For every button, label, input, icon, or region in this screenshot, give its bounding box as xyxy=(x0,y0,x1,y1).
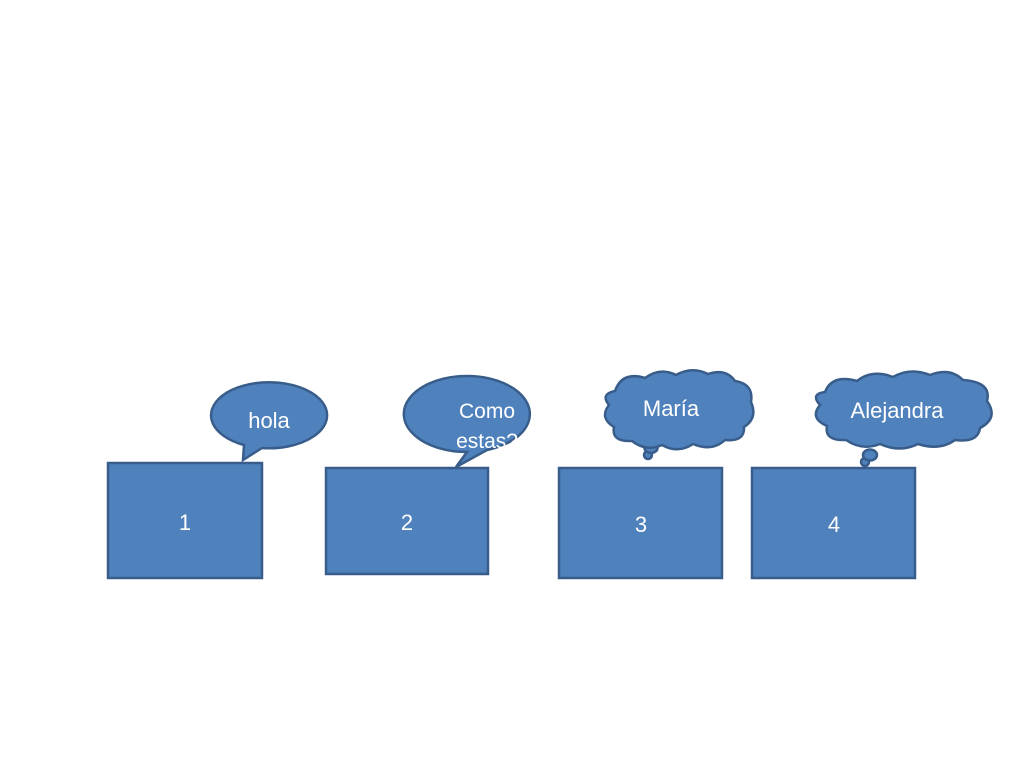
box-3-label: 3 xyxy=(635,512,647,537)
box-1: 1 xyxy=(106,461,264,580)
box-2-rect xyxy=(324,466,490,576)
speech-bubble-2: Como estas? xyxy=(402,374,532,469)
box-3: 3 xyxy=(557,466,724,580)
box-3-rect xyxy=(557,466,724,580)
speech-bubble-2-line-2: estas? xyxy=(456,430,518,453)
thought-cloud-2-shape xyxy=(814,370,993,450)
speech-bubble-1-shape xyxy=(209,381,329,463)
box-4-label: 4 xyxy=(828,512,840,537)
speech-bubble-2-line-1: Como xyxy=(459,400,515,423)
speech-bubble-1-text: hola xyxy=(248,408,290,433)
thought-cloud-1-shape xyxy=(603,369,755,451)
speech-bubble-2-shape xyxy=(402,374,532,469)
thought-cloud-2-dot-large xyxy=(861,448,879,462)
box-2: 2 xyxy=(324,466,490,576)
speech-bubble-1: hola xyxy=(209,381,329,463)
box-4-rect xyxy=(750,466,917,580)
thought-cloud-2-text: Alejandra xyxy=(851,398,945,423)
box-1-rect xyxy=(106,461,264,580)
thought-cloud-1: María xyxy=(603,369,755,461)
box-2-label: 2 xyxy=(401,510,413,535)
thought-cloud-2: Alejandra xyxy=(814,370,993,468)
box-4: 4 xyxy=(750,466,917,580)
thought-cloud-1-text: María xyxy=(643,396,700,421)
box-1-label: 1 xyxy=(179,510,191,535)
